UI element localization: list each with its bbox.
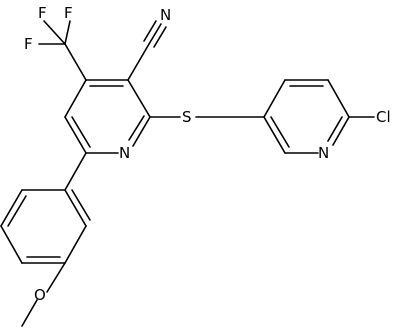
bond-ar3-o	[46, 262, 66, 293]
bond-ar1-ar2-inner	[71, 189, 91, 221]
bond-ar5-ar6-inner	[7, 195, 27, 227]
bond-cf3-f2	[64, 20, 71, 45]
bond-c4-cf3	[64, 43, 87, 81]
atom-n-chloropyridine: N	[318, 144, 329, 162]
bond-n1-c2	[132, 116, 151, 147]
atom-labels: F F F N S N N Cl O	[24, 4, 391, 304]
bond-c6p-np	[332, 116, 350, 146]
atom-f1: F	[38, 4, 47, 22]
bond-ar2-ar3	[64, 225, 87, 264]
bond-c5p-c6p	[327, 79, 350, 118]
bond-n1-c2-inner	[128, 115, 145, 141]
bond-c3-cn	[127, 43, 150, 81]
bond-cn-triple-1	[148, 23, 162, 45]
atom-f3: F	[24, 35, 33, 53]
bond-c5-c6	[64, 116, 87, 154]
bond-c2p-c3p	[263, 116, 286, 154]
bond-c6-ar1	[64, 152, 87, 191]
bond-o-ch3	[21, 299, 38, 327]
atom-s: S	[182, 108, 192, 126]
bond-c6p-np-inner	[327, 116, 343, 142]
bond-cn-triple-2	[143, 20, 157, 42]
bond-ar4-ar5	[0, 225, 23, 264]
bond-cf3-f1	[43, 20, 66, 45]
bond-c2-c3	[127, 79, 151, 118]
atom-o: O	[34, 286, 46, 304]
bond-c2p-c3p-inner	[270, 116, 290, 148]
bond-ar5-ar6	[0, 189, 23, 227]
bond-cn-triple-3	[153, 26, 167, 48]
atom-n-pyridine: N	[119, 144, 130, 162]
bonds	[0, 20, 375, 327]
atom-n-nitrile: N	[160, 6, 171, 24]
bond-c4-c5	[64, 79, 87, 118]
atom-f2: F	[64, 4, 73, 22]
bond-c3p-c4p	[263, 79, 286, 118]
atom-cl: Cl	[376, 108, 391, 126]
bond-ar1-ar2	[64, 189, 87, 227]
bond-c5-c6-inner	[71, 116, 91, 148]
